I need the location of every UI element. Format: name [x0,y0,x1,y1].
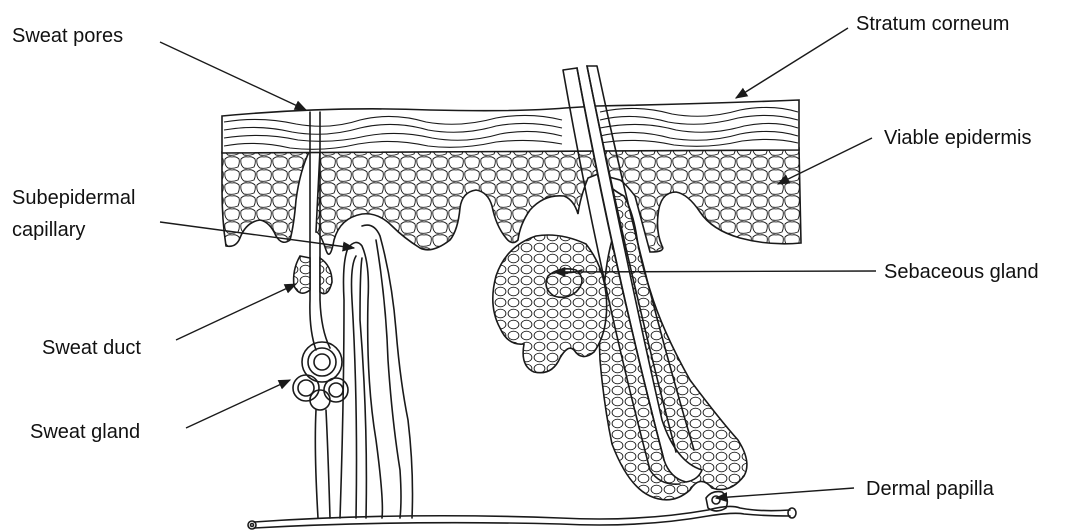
sweat-duct-glandular-bulge [294,256,310,293]
label-sebaceous-gland: Sebaceous gland [884,261,1039,283]
label-sweat-gland: Sweat gland [30,421,140,443]
leader-dermal-papilla [716,488,854,498]
leader-sweat-duct [176,284,296,340]
subepidermal-capillary [340,242,382,518]
label-capillary: capillary [12,219,85,241]
label-dermal-papilla: Dermal papilla [866,478,995,500]
label-sweat-pores: Sweat pores [12,25,123,47]
label-stratum-corneum: Stratum corneum [856,13,1009,35]
label-subepidermal: Subepidermal [12,187,135,209]
sweat-duct-glandular-bulge-2 [320,258,332,294]
leader-sweat-gland [186,380,290,428]
stratum-corneum-layer [222,100,799,153]
sweat-gland-coil [293,342,348,410]
label-sweat-duct: Sweat duct [42,337,141,359]
label-viable-epidermis: Viable epidermis [884,127,1032,149]
viable-epidermis-layer [222,148,801,254]
leader-sweat-pores [160,42,306,110]
leader-stratum-corneum [736,28,848,98]
sebaceous-gland-shape [493,235,607,373]
